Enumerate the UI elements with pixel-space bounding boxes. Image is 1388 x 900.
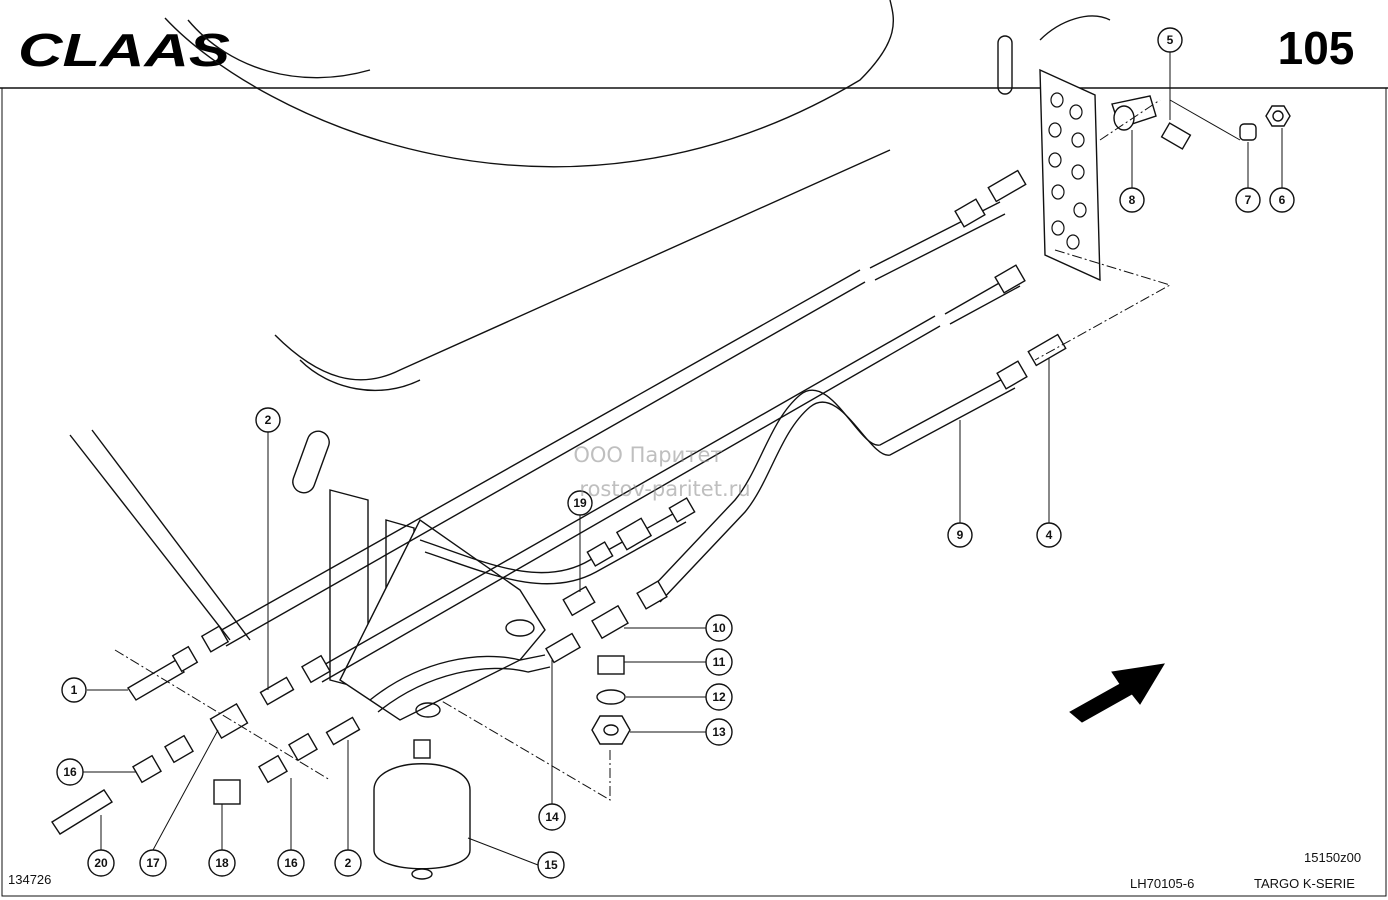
callout-13: 13 bbox=[705, 718, 733, 746]
callout-5: 5 bbox=[1157, 27, 1183, 53]
alignment-lines bbox=[114, 99, 1172, 801]
svg-text:1: 1 bbox=[71, 683, 78, 697]
hydraulic-lines bbox=[217, 201, 1021, 713]
drawing-id: 134726 bbox=[8, 872, 51, 887]
svg-text:20: 20 bbox=[94, 856, 108, 870]
watermark-line-2: rostov-paritet.ru bbox=[579, 477, 750, 501]
leader-lines bbox=[82, 52, 1283, 866]
callout-2-upper: 2 bbox=[255, 407, 281, 433]
svg-text:17: 17 bbox=[146, 856, 160, 870]
mounting-plate bbox=[1039, 68, 1101, 282]
svg-text:2: 2 bbox=[345, 856, 352, 870]
machine-body-outline bbox=[69, 0, 1111, 641]
callout-1: 1 bbox=[61, 677, 87, 703]
svg-text:6: 6 bbox=[1279, 193, 1286, 207]
svg-text:19: 19 bbox=[573, 496, 587, 510]
svg-text:7: 7 bbox=[1245, 193, 1252, 207]
callouts: 1 2 4 5 6 7 8 9 10 11 12 13 14 15 16 17 … bbox=[56, 27, 1295, 879]
hose-end-1 bbox=[127, 659, 185, 701]
ref-code: 15150z00 bbox=[1304, 850, 1361, 865]
brand-logo: CLAAS bbox=[18, 24, 230, 76]
callout-8: 8 bbox=[1119, 187, 1145, 213]
callout-20: 20 bbox=[87, 849, 115, 877]
svg-text:13: 13 bbox=[712, 725, 726, 739]
part-code: LH70105-6 bbox=[1130, 876, 1194, 891]
callout-18: 18 bbox=[208, 849, 236, 877]
callout-2-lower: 2 bbox=[334, 849, 362, 877]
callout-15: 15 bbox=[537, 851, 565, 879]
svg-text:12: 12 bbox=[712, 690, 726, 704]
svg-text:16: 16 bbox=[284, 856, 298, 870]
callout-14: 14 bbox=[538, 803, 566, 831]
callout-11: 11 bbox=[705, 648, 733, 676]
frame-brackets bbox=[329, 489, 546, 721]
series-label: TARGO K-SERIE bbox=[1254, 876, 1355, 891]
svg-text:5: 5 bbox=[1167, 33, 1174, 47]
svg-text:11: 11 bbox=[713, 655, 726, 669]
callout-16-left: 16 bbox=[56, 758, 84, 786]
callout-10: 10 bbox=[705, 614, 733, 642]
callout-12: 12 bbox=[705, 683, 733, 711]
callout-19: 19 bbox=[567, 490, 593, 516]
fittings bbox=[51, 95, 1291, 880]
svg-text:8: 8 bbox=[1129, 193, 1136, 207]
direction-arrow bbox=[1069, 663, 1165, 723]
callout-17: 17 bbox=[139, 849, 167, 877]
brand-logo-text: CLAAS bbox=[18, 24, 230, 76]
svg-text:15: 15 bbox=[544, 858, 558, 872]
accumulator-15 bbox=[373, 739, 471, 880]
svg-text:16: 16 bbox=[63, 765, 77, 779]
svg-text:14: 14 bbox=[545, 810, 559, 824]
watermark-line-1: ООО Паритет bbox=[573, 443, 722, 467]
callout-7: 7 bbox=[1235, 187, 1261, 213]
callout-6: 6 bbox=[1269, 187, 1295, 213]
drawing-frame bbox=[1, 87, 1387, 897]
svg-text:18: 18 bbox=[215, 856, 229, 870]
slot-hole bbox=[997, 35, 1013, 95]
svg-text:2: 2 bbox=[265, 413, 272, 427]
svg-text:10: 10 bbox=[712, 621, 726, 635]
callout-9: 9 bbox=[947, 522, 973, 548]
page-number: 105 bbox=[1278, 22, 1355, 74]
svg-text:4: 4 bbox=[1046, 528, 1053, 542]
callout-4: 4 bbox=[1036, 522, 1062, 548]
svg-text:9: 9 bbox=[957, 528, 964, 542]
callout-16-bottom: 16 bbox=[277, 849, 305, 877]
